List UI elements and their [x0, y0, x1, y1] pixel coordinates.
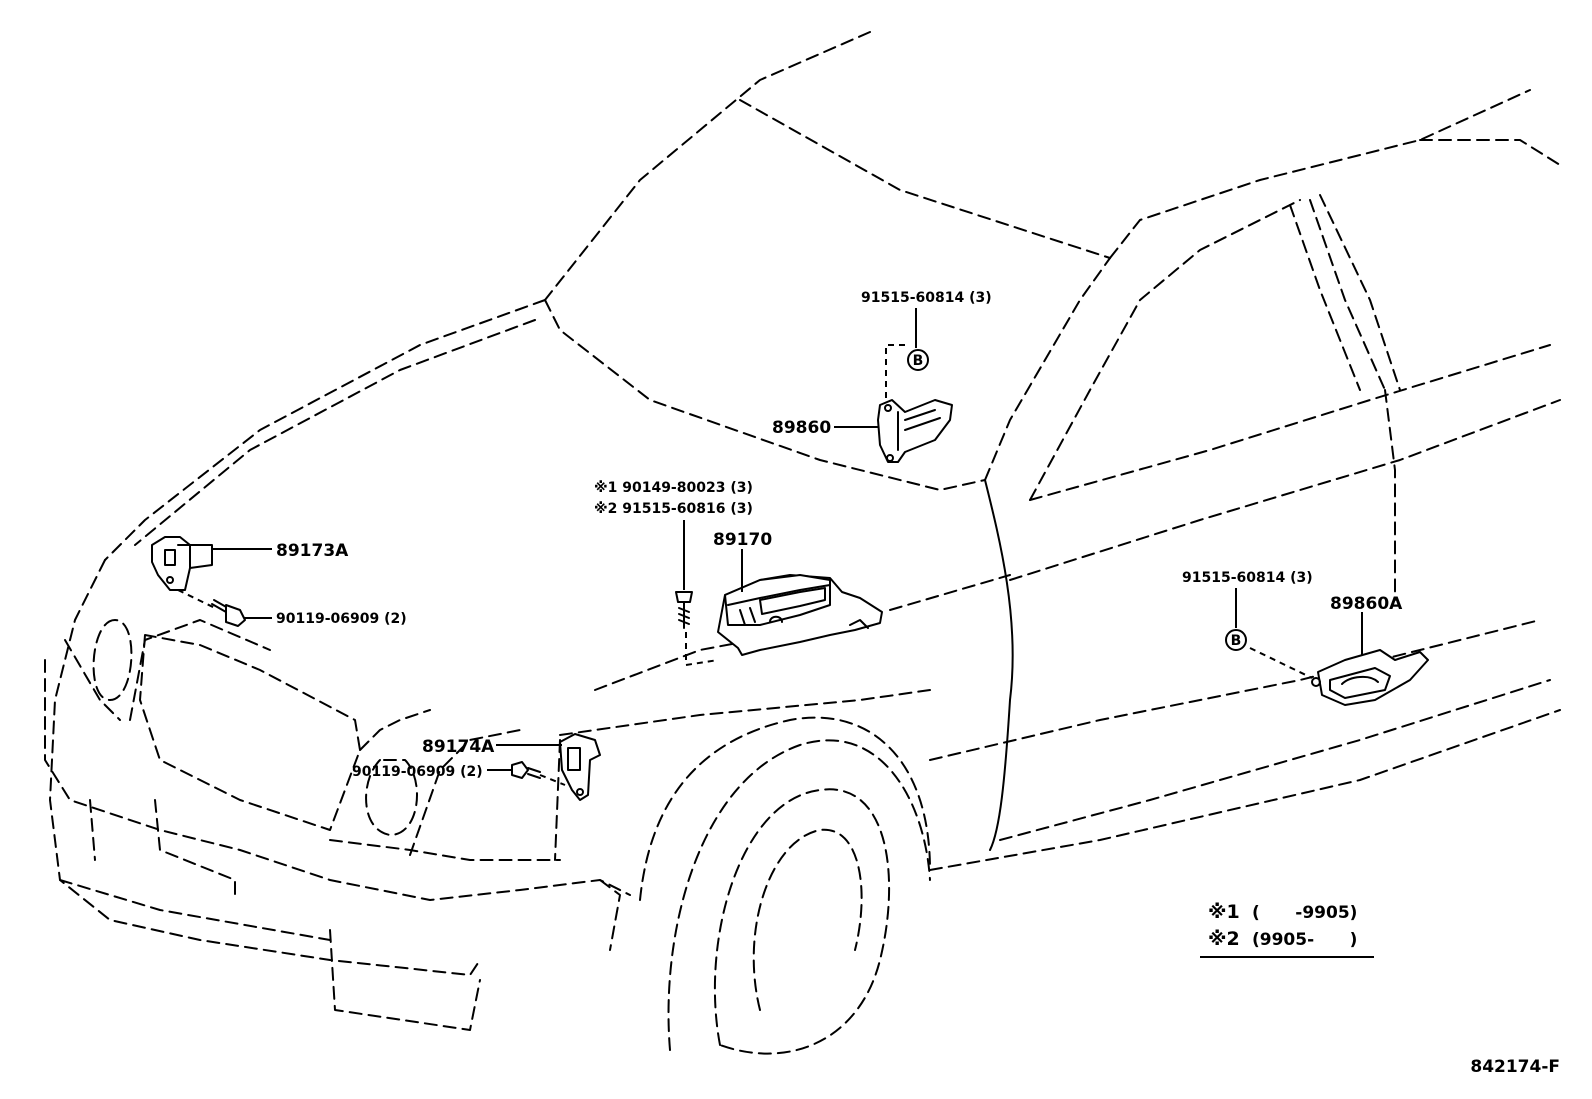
- figure-code: 842174-F: [1470, 1057, 1560, 1077]
- label-89860a: 89860A: [1330, 594, 1403, 614]
- car-body-outline: [44, 31, 1561, 1055]
- airbag-computer-screw[interactable]: [675, 520, 719, 667]
- legend-note2-mark: ※2: [1208, 928, 1240, 950]
- legend-note1-mark: ※1: [1208, 901, 1240, 923]
- center-bolt-marker[interactable]: B: [885, 308, 929, 400]
- front-left-bolt[interactable]: [177, 589, 272, 627]
- legend-box: ※1 ( -9905) ※2 (9905- ): [1200, 901, 1374, 958]
- center-marker-b: B: [913, 353, 924, 369]
- legend-note1-range: ( -9905): [1252, 903, 1357, 923]
- front-right-bolt[interactable]: [487, 761, 566, 786]
- front-right-sensor-89174a[interactable]: [496, 733, 601, 801]
- label-screw-note-1: ※1 90149-80023 (3): [594, 480, 753, 496]
- right-bolt-marker[interactable]: B: [1225, 588, 1313, 679]
- label-89170: 89170: [713, 530, 772, 550]
- label-screw-note-2: ※2 91515-60816 (3): [594, 501, 753, 517]
- side-sensor-89860[interactable]: [834, 399, 953, 463]
- right-marker-b: B: [1231, 633, 1242, 649]
- label-bolt-right: 91515-60814 (3): [1182, 570, 1313, 586]
- part-labels: 89173A 90119-06909 (2) 89174A 90119-0690…: [276, 290, 1403, 780]
- label-bolt-center: 91515-60814 (3): [861, 290, 992, 306]
- label-bolt-front-left: 90119-06909 (2): [276, 611, 407, 627]
- side-sensor-89860a[interactable]: [1311, 612, 1429, 706]
- front-left-sensor-89173a[interactable]: [151, 536, 272, 591]
- legend-note2-range: (9905- ): [1252, 930, 1357, 950]
- label-89173a: 89173A: [276, 541, 349, 561]
- label-89174a: 89174A: [422, 737, 495, 757]
- label-bolt-front-right: 90119-06909 (2): [352, 764, 483, 780]
- airbag-computer-89170[interactable]: [717, 549, 883, 656]
- label-89860: 89860: [772, 418, 831, 438]
